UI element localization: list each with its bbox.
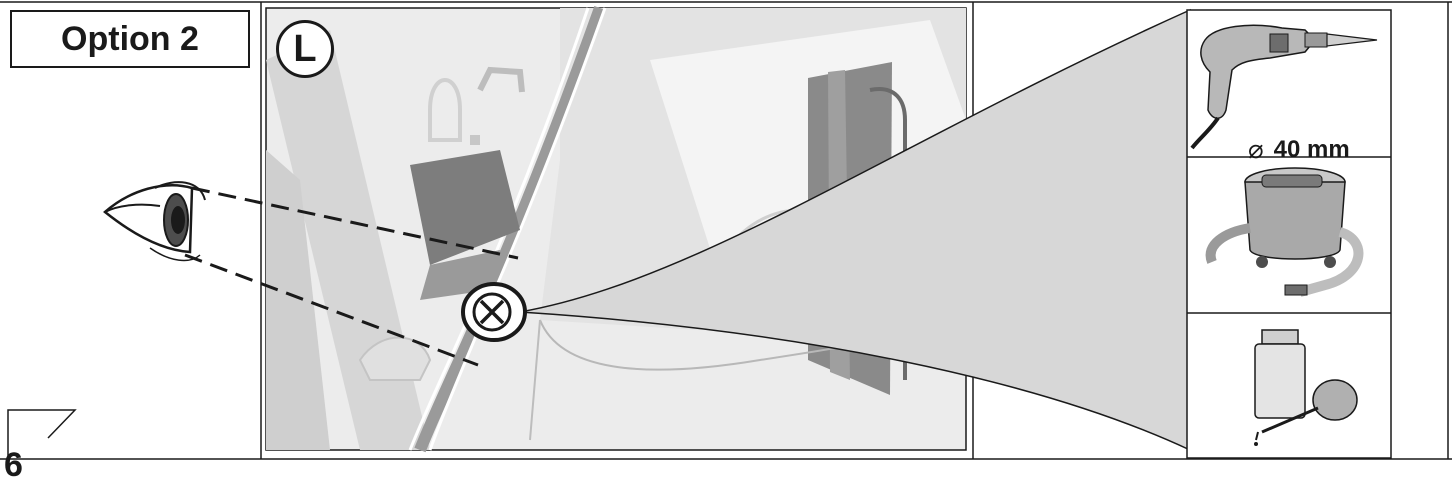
diameter-value: 40 mm <box>1274 136 1350 164</box>
diameter-symbol: ⌀ <box>1248 134 1264 165</box>
drill-diameter-label: ⌀ 40 mm <box>1248 134 1350 165</box>
eye-icon <box>105 182 205 260</box>
option-label: Option 2 <box>10 10 250 68</box>
step-number: 6 <box>4 448 23 482</box>
target-x-icon <box>463 284 525 340</box>
side-marker: L <box>276 20 334 78</box>
